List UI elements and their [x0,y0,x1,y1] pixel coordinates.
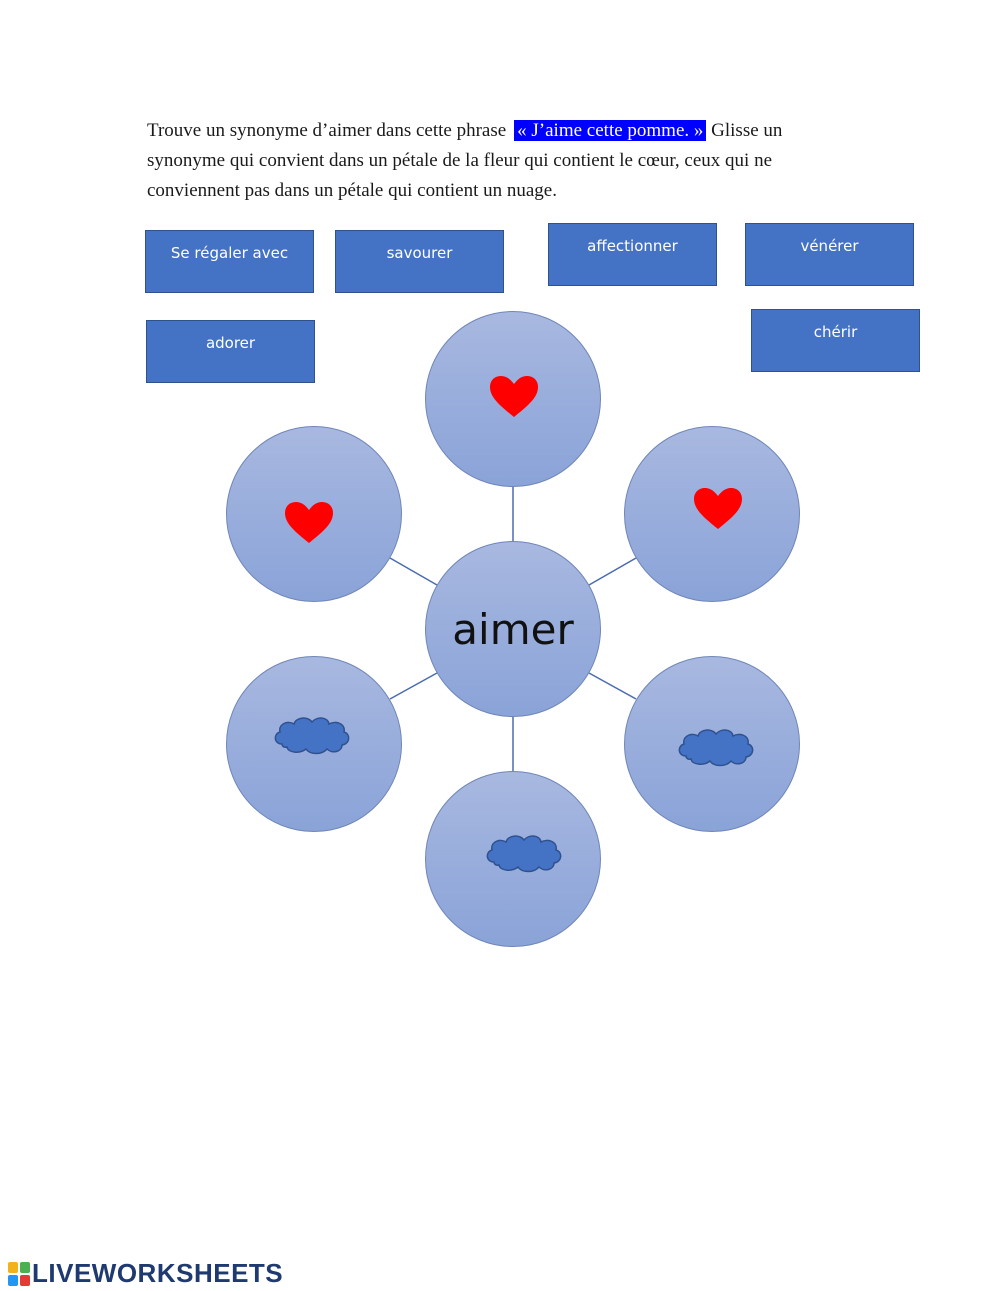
cloud-icon [678,729,754,767]
petal-upper-left-heart[interactable] [226,426,402,602]
choice-label: affectionner [587,237,678,255]
heart-icon [285,502,333,543]
choice-cherir[interactable]: chérir [751,309,920,372]
center-label: aimer [452,604,574,654]
choice-adorer[interactable]: adorer [146,320,315,383]
logo-text: LIVEWORKSHEETS [32,1258,284,1288]
highlighted-sentence: « J’aime cette pomme. » [514,120,707,141]
liveworksheets-logo: LIVEWORKSHEETS [8,1258,283,1289]
choice-affectionner[interactable]: affectionner [548,223,717,286]
instructions-part-2: Glisse un synonyme qui convient dans un … [147,120,783,201]
logo-mark-icon [8,1261,30,1286]
cloud-icon [486,835,562,873]
cloud-icon [274,717,350,755]
choice-venerer[interactable]: vénérer [745,223,914,286]
choice-label: Se régaler avec [170,244,289,262]
instructions-part-1: Trouve un synonyme d’aimer dans cette ph… [147,120,507,141]
heart-icon [490,376,538,417]
instructions-text: Trouve un synonyme d’aimer dans cette ph… [147,116,847,206]
flower-center: aimer [425,541,601,717]
choice-se-regaler-avec[interactable]: Se régaler avec [145,230,314,293]
choice-label: adorer [205,334,256,352]
choice-label: chérir [813,323,858,341]
choice-label: savourer [386,244,453,262]
choice-savourer[interactable]: savourer [335,230,504,293]
choice-label: vénérer [800,237,859,255]
heart-icon [694,488,742,529]
